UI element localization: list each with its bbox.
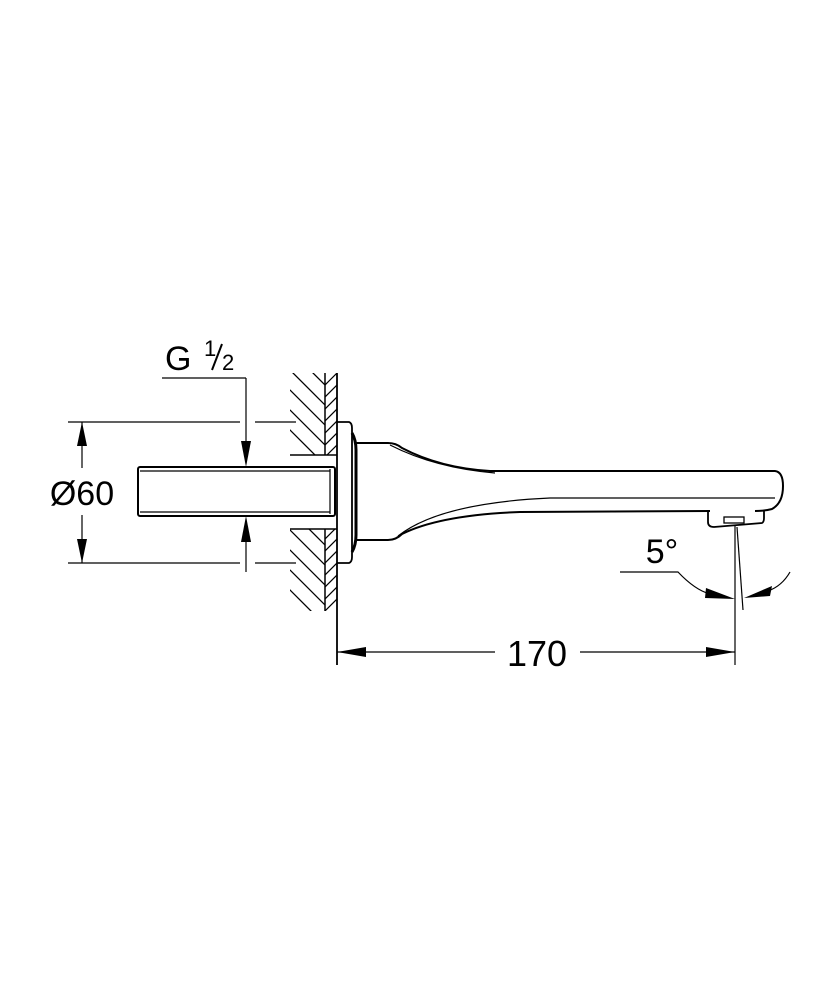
- thread-dimension: G 1 2: [162, 336, 251, 572]
- thread-denominator: 2: [222, 350, 234, 375]
- thread-prefix: G: [165, 340, 191, 378]
- thread-numerator: 1: [204, 336, 216, 361]
- spout-body: [356, 442, 785, 541]
- outlet-aerator: [707, 511, 765, 528]
- angle-dimension: 5°: [620, 526, 791, 611]
- angle-label: 5°: [646, 533, 679, 571]
- wall-flange: [337, 421, 358, 564]
- projection-dimension: 170: [337, 525, 736, 674]
- connection-pipe: [137, 466, 336, 517]
- diameter-dimension: Ø60: [50, 421, 296, 564]
- diameter-label: Ø60: [50, 475, 114, 513]
- projection-label: 170: [507, 633, 567, 674]
